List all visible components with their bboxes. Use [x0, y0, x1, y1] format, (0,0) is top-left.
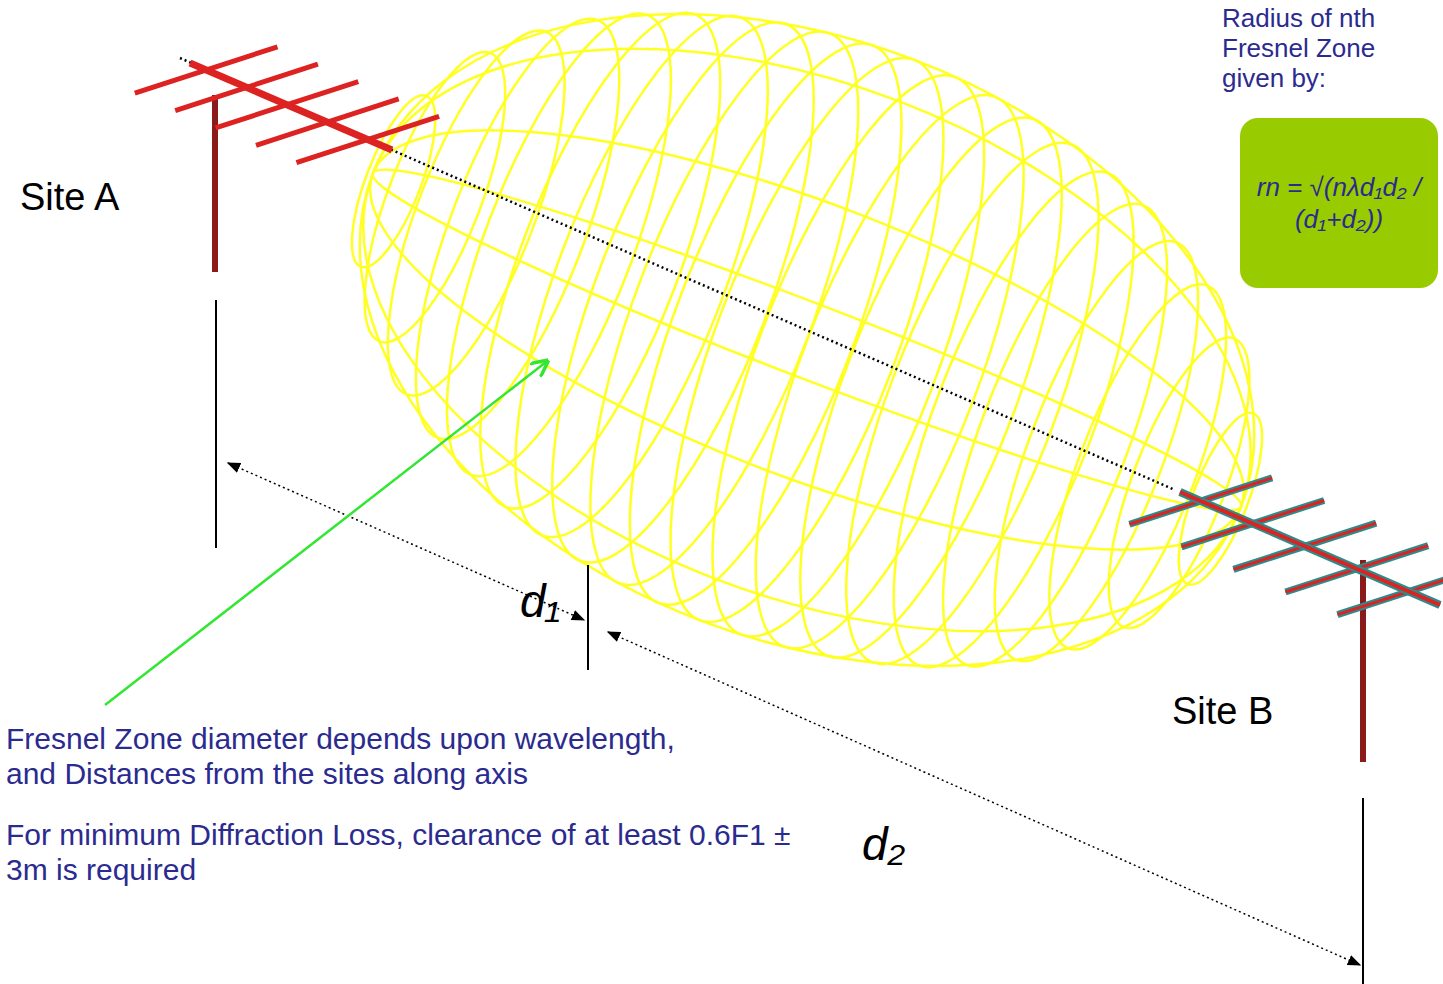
cross-section-ring	[1162, 403, 1279, 593]
site-label: Site A	[20, 176, 190, 220]
antenna-mast	[1360, 560, 1366, 762]
antenna-element	[1337, 568, 1443, 614]
cross-section-ring	[795, 115, 1149, 693]
cross-section-ring	[747, 88, 1114, 687]
cross-section-ring	[536, 2, 912, 615]
dimension-line	[608, 632, 1360, 965]
dimension-label: d₂	[862, 818, 932, 871]
cross-section-ring	[845, 145, 1182, 694]
site-label: Site B	[1172, 690, 1342, 734]
cross-section-ring	[499, 0, 866, 592]
formula-box: rn = √(nλd₁d₂ / (d₁+d₂))	[1240, 118, 1438, 288]
antenna-element	[1337, 568, 1443, 614]
formula-heading: Radius of nth Fresnel Zone given by:	[1222, 4, 1437, 94]
note-text: Fresnel Zone diameter depends upon wavel…	[6, 722, 706, 791]
meridian-line	[359, 138, 1254, 541]
antenna-a	[135, 47, 439, 272]
cross-section-ring	[402, 0, 716, 501]
meridian-line	[265, 0, 1348, 787]
extension-line	[587, 565, 589, 670]
extension-line	[215, 300, 217, 548]
note-text: For minimum Diffraction Loss, clearance …	[6, 818, 806, 887]
meridian-line	[281, 0, 1333, 745]
meridian-line	[324, 46, 1290, 634]
leader-arrow	[105, 362, 546, 705]
line-of-sight	[180, 58, 1175, 490]
antenna-mast	[212, 95, 218, 272]
extension-line	[1362, 798, 1364, 984]
antenna-boom	[190, 63, 392, 150]
antenna-b	[1129, 478, 1443, 762]
antenna-boom	[1180, 492, 1440, 605]
formula-text: rn = √(nλd₁d₂ / (d₁+d₂))	[1254, 171, 1424, 236]
cross-section-ring	[898, 179, 1212, 692]
dimension-label: d₁	[520, 575, 590, 628]
cross-section-ring	[702, 65, 1078, 678]
fresnel-ellipsoid	[260, 0, 1353, 789]
antenna-boom	[1180, 492, 1440, 605]
